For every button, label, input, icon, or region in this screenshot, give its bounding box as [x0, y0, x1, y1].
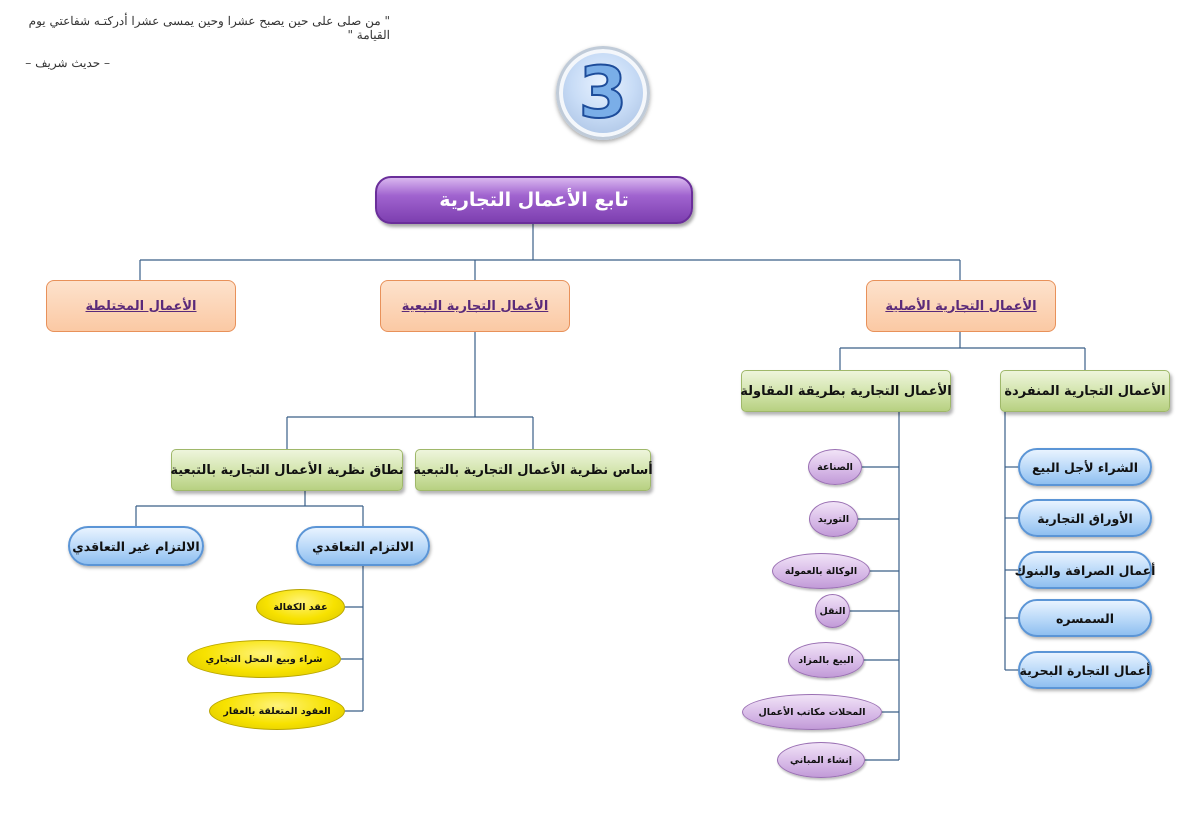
category-mixed: الأعمال المختلطة	[46, 280, 236, 332]
contracting-item: البيع بالمزاد	[788, 642, 864, 678]
contracting-item: الصناعة	[808, 449, 862, 485]
category-ancillary: الأعمال التجارية التبعية	[380, 280, 570, 332]
hadith-source: – حديث شريف –	[25, 56, 110, 70]
individual-item: الشراء لأجل البيع	[1018, 448, 1152, 486]
contracting-item: إنشاء المباني	[777, 742, 865, 778]
contractual-obligation: الالتزام التعاقدي	[296, 526, 430, 566]
hadith-quote: " من صلى على حين يصبح عشرا وحين يمسى عشر…	[28, 14, 390, 42]
category-original: الأعمال التجارية الأصلية	[866, 280, 1056, 332]
noncontractual-obligation: الالتزام غير التعاقدي	[68, 526, 204, 566]
badge-number: 3	[578, 51, 629, 135]
contractual-item: عقد الكفالة	[256, 589, 345, 625]
contracting-item: المحلات مكاتب الأعمال	[742, 694, 882, 730]
number-badge: 3	[556, 46, 650, 140]
individual-item: أعمال التجارة البحرية	[1018, 651, 1152, 689]
sub-contracting: الأعمال التجارية بطريقة المقاولة	[740, 370, 952, 412]
contractual-item: شراء وبيع المحل التجاري	[187, 640, 341, 678]
contracting-item: الوكالة بالعمولة	[772, 553, 870, 589]
contractual-item: العقود المتعلقة بالعقار	[209, 692, 345, 730]
individual-item: السمسره	[1018, 599, 1152, 637]
root-node: تابع الأعمال التجارية	[375, 176, 693, 224]
ancillary-basis: أساس نظرية الأعمال التجارية بالتبعية	[413, 449, 653, 491]
ancillary-scope: نطاق نظرية الأعمال التجارية بالتبعية	[170, 449, 404, 491]
sub-individual: الأعمال التجارية المنفردة	[1000, 370, 1170, 412]
individual-item: الأوراق التجارية	[1018, 499, 1152, 537]
contracting-item: التوريد	[809, 501, 858, 537]
contracting-item: النقل	[815, 594, 850, 628]
individual-item: أعمال الصرافة والبنوك	[1015, 551, 1155, 589]
